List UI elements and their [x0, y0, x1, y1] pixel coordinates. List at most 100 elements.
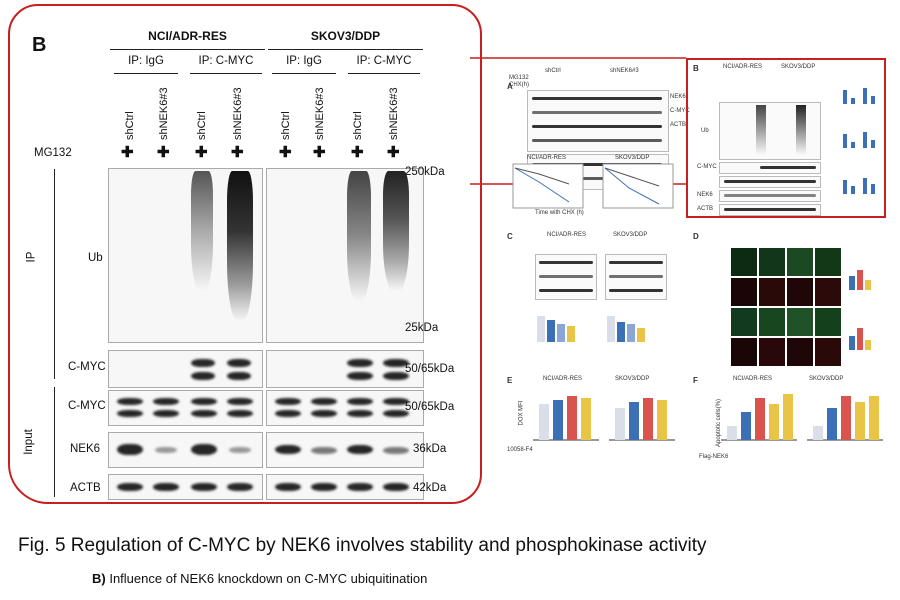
group-header-nci: NCI/ADR-RES: [148, 29, 227, 43]
treatment-label: MG132: [34, 147, 72, 159]
band: [117, 483, 143, 491]
band: [191, 410, 217, 417]
band: [383, 398, 409, 405]
ip-rule-1: [114, 73, 178, 74]
figure-subcaption: B) Influence of NEK6 knockdown on C-MYC …: [92, 571, 427, 586]
thumb-bars-e: [533, 396, 675, 441]
panel-letter: B: [32, 34, 47, 56]
ub-blot-nci: [108, 168, 263, 343]
ip-rule-4: [348, 73, 420, 74]
thumb-microscopy-grid: [731, 248, 841, 366]
marker-label: 50/65kDa: [405, 363, 455, 375]
band: [347, 445, 373, 454]
band: [153, 398, 179, 405]
thumb-label: Ub: [701, 128, 709, 134]
plus-mark: ✚: [351, 144, 364, 161]
subcaption-text: Influence of NEK6 knockdown on C-MYC ubi…: [109, 571, 428, 586]
thumb-cell-img: [815, 278, 841, 306]
thumb-bars-c: [537, 316, 645, 342]
thumb-letter: F: [693, 376, 698, 385]
thumb-label: NCI/ADR-RES: [723, 64, 763, 70]
band: [153, 483, 179, 491]
thumb-label: SKOV3/DDP: [781, 64, 816, 70]
band: [153, 410, 179, 417]
plus-mark: ✚: [121, 144, 134, 161]
thumb-label: SKOV3/DDP: [615, 155, 650, 161]
ip-header-cmyc-2: IP: C-MYC: [356, 55, 412, 67]
group-rule-nci: [110, 49, 265, 50]
plus-mark: ✚: [157, 144, 170, 161]
row-label-cmyc-ip: C-MYC: [68, 361, 106, 373]
thumb-cell-img: [731, 338, 757, 366]
thumb-band: [532, 177, 662, 180]
thumb-ub-blot: [719, 102, 821, 160]
full-figure-thumbnail: A shCtrl shNEK6#3 MG132 CHX(h) NEK6 C-MY…: [505, 58, 895, 480]
ub-smear: [227, 171, 253, 321]
marker-label: 36kDa: [413, 443, 447, 455]
thumb-label: NEK6: [697, 192, 713, 198]
thumb-band: [539, 261, 593, 264]
band: [191, 483, 217, 491]
thumb-cell-img: [815, 248, 841, 276]
row-label-actb: ACTB: [70, 482, 101, 494]
group-rule-skov3: [268, 49, 423, 50]
ip-header-igg-1: IP: IgG: [128, 55, 164, 67]
thumb-label: shCtrl: [545, 68, 561, 74]
band: [311, 447, 337, 454]
band: [347, 398, 373, 405]
thumb-label: SKOV3/DDP: [809, 376, 844, 382]
thumb-label: Time with CHX (h): [535, 210, 584, 216]
band: [227, 483, 253, 491]
thumb-band: [532, 139, 662, 142]
thumb-letter: E: [507, 376, 513, 385]
thumb-cell-img: [815, 308, 841, 336]
nek6-blot-nci: [108, 432, 263, 468]
thumb-cell-img: [731, 248, 757, 276]
marker-label: 25kDa: [405, 322, 439, 334]
thumb-blot: [719, 204, 821, 216]
thumb-line-plots: [512, 163, 674, 209]
thumb-band: [760, 166, 816, 169]
thumb-cell-img: [787, 338, 813, 366]
thumb-blot-a1: [527, 90, 669, 152]
thumb-label: Flag-NEK6: [699, 454, 729, 460]
thumb-band: [532, 97, 662, 100]
band: [383, 447, 409, 454]
thumb-label: DOX MFI: [518, 400, 525, 426]
thumb-band: [539, 289, 593, 292]
thumb-cell-img: [759, 278, 785, 306]
thumb-label: SKOV3/DDP: [613, 232, 648, 238]
thumb-label: NEK6: [670, 94, 686, 100]
band: [227, 359, 251, 367]
input-bracket: [54, 387, 55, 497]
thumb-band: [532, 111, 662, 114]
ub-smear: [191, 171, 213, 291]
thumb-band: [609, 275, 663, 278]
thumb-blot: [719, 176, 821, 188]
thumb-label: 10058-F4: [507, 447, 533, 453]
thumb-cell-img: [731, 278, 757, 306]
thumb-label: NCI/ADR-RES: [543, 376, 583, 382]
thumb-bars-f: [721, 394, 883, 441]
thumb-label: ACTB: [697, 206, 714, 212]
marker-label: 50/65kDa: [405, 401, 455, 413]
group-header-skov3: SKOV3/DDP: [310, 29, 381, 43]
plus-mark: ✚: [279, 144, 292, 161]
ub-smear: [383, 171, 409, 291]
band: [347, 410, 373, 417]
thumb-label: CHX(h): [509, 82, 530, 88]
thumb-blot-c2: [605, 254, 667, 300]
band: [275, 445, 301, 454]
band: [383, 372, 409, 380]
thumb-label: NCI/ADR-RES: [547, 232, 587, 238]
ub-blot-skov3: [266, 168, 424, 343]
cmyc-input-blot-skov3: [266, 390, 424, 426]
band: [383, 483, 409, 491]
band: [275, 483, 301, 491]
plus-mark: ✚: [195, 144, 208, 161]
actb-blot-skov3: [266, 474, 424, 500]
thumb-label: ACTB: [670, 122, 687, 128]
thumb-cell-img: [759, 338, 785, 366]
band: [383, 410, 409, 417]
thumb-letter: A: [507, 82, 513, 91]
